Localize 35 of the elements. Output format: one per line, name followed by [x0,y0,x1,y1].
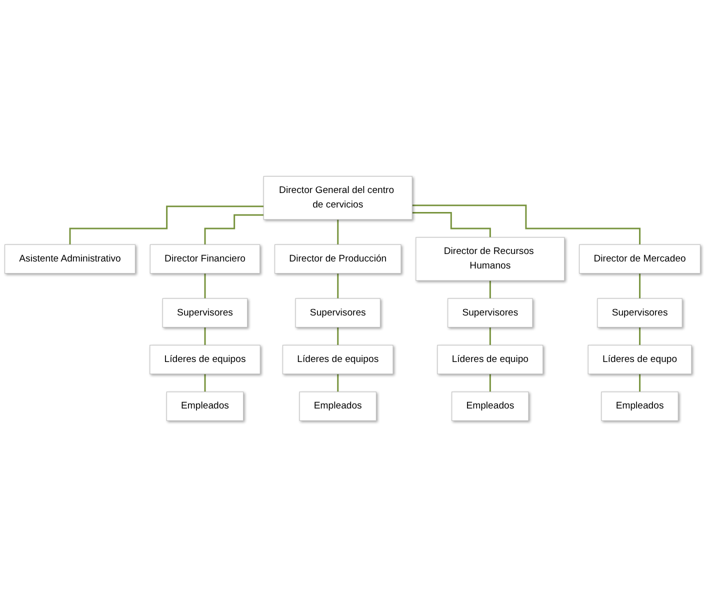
connector [489,280,491,300]
node-box: Supervisores [295,298,380,328]
node-box: Empleados [299,392,377,421]
connector [412,212,491,238]
connector [639,272,641,300]
node-box: Supervisores [448,298,533,328]
node-box: Supervisores [162,298,248,328]
connector [639,373,641,393]
connector [337,218,339,246]
connector [204,214,264,246]
node-box: Empleados [452,392,529,421]
connector [489,373,491,393]
node-box: Líderes de equipos [282,344,394,374]
connector [412,204,641,246]
node-box: Director de Recursos Humanos [416,237,565,281]
node-box: Director de Producción [274,244,402,274]
node-box: Líderes de equpo [588,344,692,374]
node-box: Director General del centro de cervicios [263,176,412,220]
connector [204,272,206,300]
connector [489,326,491,346]
node-box: Director de Mercadeo [579,244,700,274]
node-box: Empleados [166,392,244,421]
connector [204,326,206,346]
node-box: Supervisores [597,298,682,328]
node-box: Líderes de equipos [150,344,260,374]
connector [337,373,339,393]
connector [337,272,339,300]
node-box: Empleados [601,392,678,421]
node-box: Líderes de equipo [437,344,544,374]
connector [204,373,206,393]
connector [337,326,339,346]
node-box: Director Financiero [150,244,260,274]
connector [69,206,264,246]
connector [639,326,641,346]
node-box: Asistente Administrativo [4,244,136,274]
